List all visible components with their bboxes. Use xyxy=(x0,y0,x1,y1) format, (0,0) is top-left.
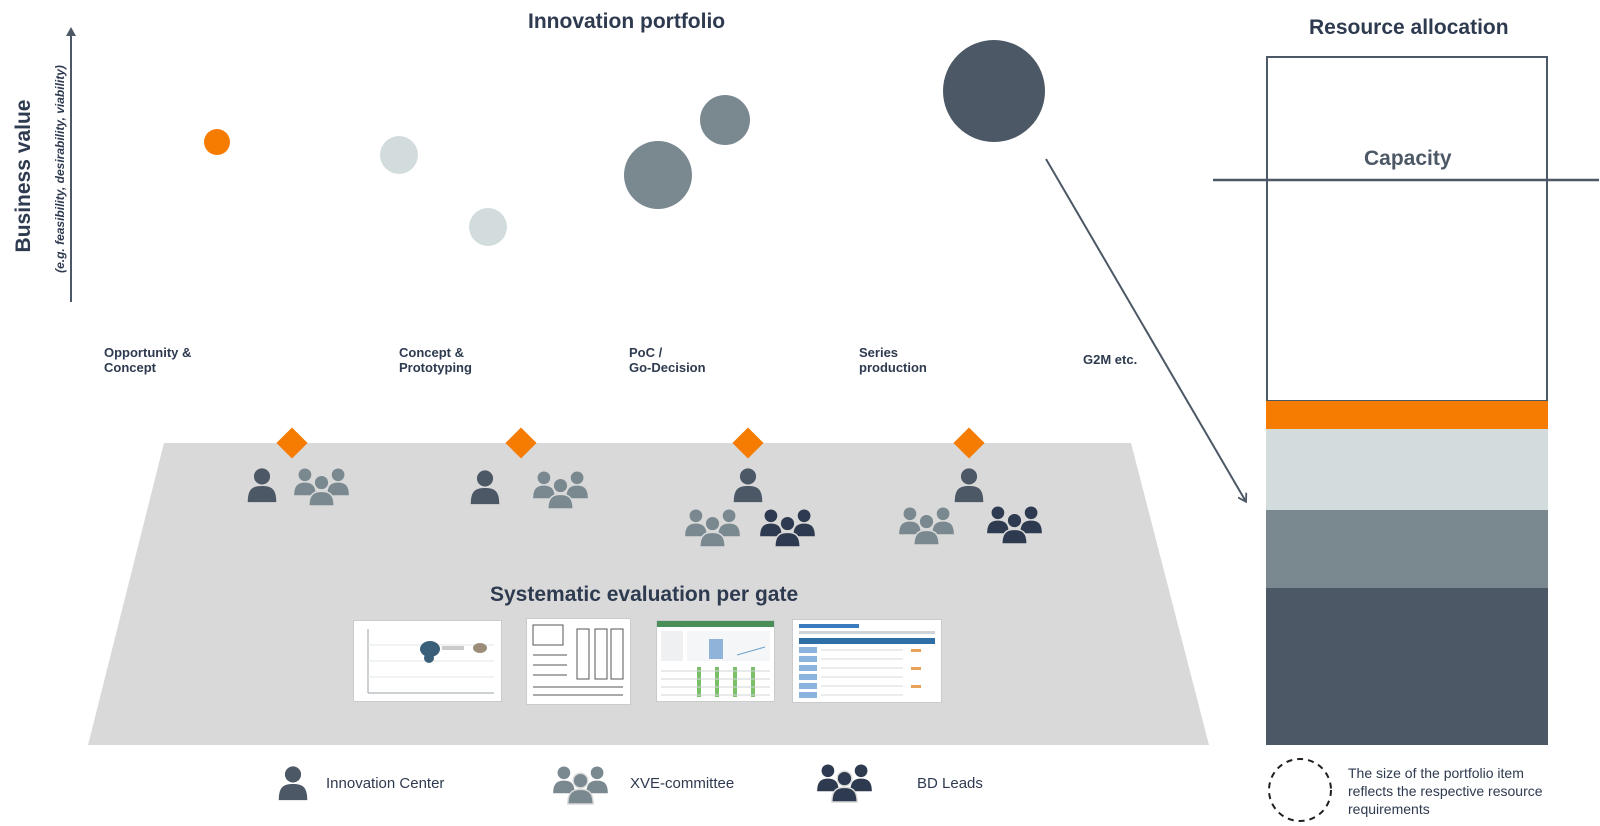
evaluation-thumbnail-form xyxy=(527,619,630,704)
portfolio-bubble-concept-1 xyxy=(380,136,418,174)
group-icon xyxy=(816,763,873,803)
person-icon xyxy=(278,766,308,801)
gate-diamond-2 xyxy=(505,427,537,459)
stage-label-g2m: G2M etc. xyxy=(1083,352,1137,367)
stage-label-line: Series xyxy=(859,345,899,360)
resource-bar-free xyxy=(1266,56,1548,402)
portfolio-bubble-concept-2 xyxy=(469,208,507,246)
y-axis-arrowhead xyxy=(66,27,76,36)
stage-label-series: Series production xyxy=(859,345,927,375)
gate-diamond-4 xyxy=(953,427,985,459)
legend-label-bd-leads: BD Leads xyxy=(917,775,983,792)
resource-title: Resource allocation xyxy=(1309,16,1509,39)
stage-label-concept: Concept & Prototyping xyxy=(399,345,472,375)
stage-label-line: Go-Decision xyxy=(629,360,706,375)
stage-label-line: Opportunity & xyxy=(104,345,192,360)
stage-label-line: PoC / xyxy=(629,345,663,360)
resource-segment-dark xyxy=(1266,588,1548,745)
size-legend-circle xyxy=(1268,758,1332,822)
evaluation-thumbnail-dashboard xyxy=(657,621,774,701)
legend-label-innovation-center: Innovation Center xyxy=(326,775,445,792)
portfolio-bubble-series xyxy=(943,40,1045,142)
portfolio-bubble-poc-1 xyxy=(624,141,692,209)
gate-diamond-3 xyxy=(732,427,764,459)
resource-segment-orange xyxy=(1266,401,1548,429)
y-axis-label: Business value xyxy=(12,99,35,253)
stage-label-line: production xyxy=(859,360,927,375)
stage-label-line: Prototyping xyxy=(399,360,472,375)
group-icon xyxy=(552,765,609,805)
thumbnail-graphic xyxy=(532,624,624,696)
gate-diamond-1 xyxy=(276,427,308,459)
gate-diamonds xyxy=(276,427,985,459)
portfolio-bubbles xyxy=(204,40,1045,246)
stage-label-line: G2M etc. xyxy=(1083,352,1138,367)
stage-label-line: Concept & xyxy=(399,345,464,360)
thumbnail-graphic xyxy=(799,624,935,698)
stage-label-poc: PoC / Go-Decision xyxy=(629,345,706,375)
legend-label-xve-committee: XVE-committee xyxy=(630,775,735,792)
resource-segment-light xyxy=(1266,429,1548,510)
thumbnail-graphic xyxy=(367,629,494,694)
evaluation-thumbnail-checklist xyxy=(793,620,941,702)
size-legend-note: The size of the portfolio item reflects … xyxy=(1348,765,1543,817)
allocation-arrow xyxy=(1045,158,1245,500)
resource-bar xyxy=(1213,56,1599,745)
evaluation-thumbnail-bubble-chart xyxy=(354,621,501,701)
gate-section-title: Systematic evaluation per gate xyxy=(490,583,799,606)
y-axis xyxy=(66,27,76,302)
capacity-label: Capacity xyxy=(1364,147,1452,170)
portfolio-bubble-poc-2 xyxy=(700,95,750,145)
stage-label-opportunity: Opportunity & Concept xyxy=(104,345,191,375)
portfolio-bubble-opportunity xyxy=(204,129,230,155)
thumbnail-graphic xyxy=(657,621,774,697)
portfolio-title: Innovation portfolio xyxy=(528,10,726,33)
y-axis-sublabel: (e.g. feasibility, desirability, viabili… xyxy=(53,65,67,273)
resource-segment-medium xyxy=(1266,510,1548,588)
stage-label-line: Concept xyxy=(104,360,156,375)
